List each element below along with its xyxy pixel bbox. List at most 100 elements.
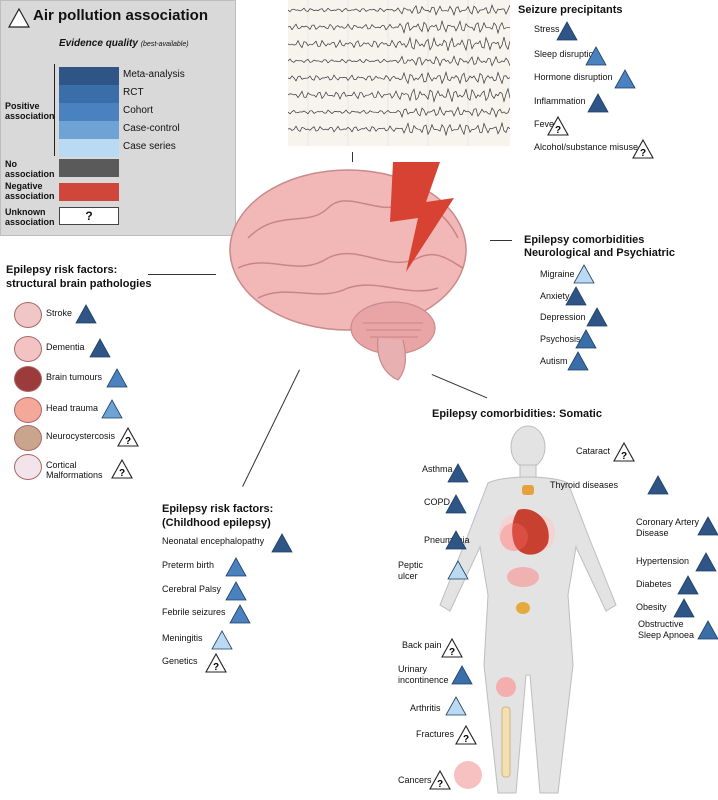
- somatic-item-fractures: Fractures: [416, 729, 455, 739]
- svg-text:?: ?: [437, 779, 443, 790]
- svg-text:?: ?: [621, 451, 627, 462]
- struct-head-trauma-triangle-icon: [101, 399, 123, 419]
- seizure-bolt-icon: [390, 162, 454, 272]
- evidence-quality-label: Evidence quality (best-available): [59, 38, 189, 49]
- seizure-item-sleep-disruption: Sleep disruption: [534, 49, 599, 59]
- somatic-pneumonia-triangle-icon: [445, 530, 467, 550]
- eeg-trace-line: [288, 19, 510, 35]
- legend-title: Air pollution association: [33, 7, 209, 24]
- struct-title-1: Epilepsy risk factors:: [6, 264, 118, 276]
- legend-bracket: [54, 64, 55, 156]
- child-title-1: Epilepsy risk factors:: [162, 503, 274, 515]
- child-meningitis-triangle-icon: [211, 630, 233, 650]
- child-item-genetics: Genetics: [162, 656, 198, 666]
- svg-text:?: ?: [449, 647, 455, 658]
- struct-item-stroke: Stroke: [46, 308, 73, 318]
- child-item-neonatal-encephalopathy: Neonatal encephalopathy: [162, 536, 265, 546]
- child-item-febrile-seizures: Febrile seizures: [162, 607, 226, 617]
- child-cerebral-palsy-triangle-icon: [225, 581, 247, 601]
- legend-bar-cohort: [59, 103, 119, 121]
- connector-neuro: [490, 240, 512, 241]
- child-item-meningitis: Meningitis: [162, 633, 203, 643]
- somatic-item-arthritis: Arthritis: [410, 703, 441, 713]
- connector-struct: [148, 274, 216, 275]
- neuro-migraine-triangle-icon: [573, 264, 595, 284]
- child-febrile-seizures-triangle-icon: [229, 604, 251, 624]
- somatic-item-cataract: Cataract: [576, 446, 611, 456]
- somatic-obesity-triangle-icon: [673, 598, 695, 618]
- child-neonatal-encephalopathy-triangle-icon: [271, 533, 293, 553]
- dementia-icon: [14, 336, 42, 362]
- eeg-connector: [352, 152, 353, 162]
- somatic-item-coronary-artery: Coronary Artery: [636, 517, 700, 527]
- seizure-fever-unknown-triangle-icon: ?: [547, 115, 569, 136]
- legend-bar-no: [59, 159, 119, 177]
- somatic-arthritis-triangle-icon: [445, 696, 467, 716]
- head-trauma-icon: [14, 397, 42, 423]
- neuro-title-2: Neurological and Psychiatric: [524, 247, 675, 259]
- legend-unknown-box: ?: [59, 207, 119, 225]
- legend-bar-meta: [59, 67, 119, 85]
- somatic-fractures-unknown-triangle-icon: ?: [455, 724, 477, 745]
- legend-title-triangle-icon: [7, 7, 31, 28]
- svg-text:?: ?: [463, 734, 469, 745]
- neuro-autism-triangle-icon: [567, 351, 589, 371]
- seizure-item-alcohol-substance-misuse: Alcohol/substance misuse: [534, 142, 639, 152]
- child-title-2: (Childhood epilepsy): [162, 517, 271, 529]
- neuro-anxiety-triangle-icon: [565, 286, 587, 306]
- child-item-cerebral-palsy: Cerebral Palsy: [162, 584, 222, 594]
- struct-item-cortical: Cortical: [46, 460, 77, 470]
- stroke-icon: [14, 302, 42, 328]
- neuro-item-anxiety: Anxiety: [540, 291, 570, 301]
- eeg-trace-line: [288, 121, 510, 137]
- seizure-inflammation-triangle-icon: [587, 93, 609, 113]
- struct-item-brain-tumours: Brain tumours: [46, 372, 103, 382]
- struct-brain-tumours-triangle-icon: [106, 368, 128, 388]
- struct-dementia-triangle-icon: [89, 338, 111, 358]
- struct-neurocystercosis-unknown-triangle-icon: ?: [117, 426, 139, 447]
- seizure-hormone-disruption-triangle-icon: [614, 69, 636, 89]
- seizure-item-stress: Stress: [534, 24, 560, 34]
- somatic-asthma-triangle-icon: [447, 463, 469, 483]
- somatic-item-peptic: Peptic: [398, 560, 424, 570]
- cortical-malformations-icon: [14, 454, 42, 480]
- somatic-item-urinary: Urinary: [398, 664, 428, 674]
- neuro-item-autism: Autism: [540, 356, 568, 366]
- struct-cortical-unknown-triangle-icon: ?: [111, 458, 133, 479]
- eeg-trace-line: [288, 106, 510, 118]
- somatic-item-hypertension: Hypertension: [636, 556, 690, 566]
- somatic-urinary-triangle-icon: [451, 665, 473, 685]
- seizure-alcohol-substance-misuse-unknown-triangle-icon: ?: [632, 138, 654, 159]
- legend-bar-rct: [59, 85, 119, 103]
- somatic-hypertension-triangle-icon: [695, 552, 717, 572]
- struct-title-2: structural brain pathologies: [6, 278, 152, 290]
- child-item-preterm-birth: Preterm birth: [162, 560, 215, 570]
- somatic-coronary-artery-triangle-icon: [697, 516, 718, 536]
- seizure-item-fever: Fever: [534, 119, 558, 129]
- eeg-trace-line: [288, 87, 510, 103]
- struct-item-neurocystercosis: Neurocystercosis: [46, 431, 116, 441]
- neurocysticercosis-icon: [14, 425, 42, 451]
- legend-unknown: Unknown association: [5, 207, 55, 227]
- somatic-copd-triangle-icon: [445, 494, 467, 514]
- somatic-item-obstructive: Obstructive: [638, 619, 684, 629]
- struct-stroke-triangle-icon: [75, 304, 97, 324]
- neuro-item-migraine: Migraine: [540, 269, 575, 279]
- somatic-back-pain-unknown-triangle-icon: ?: [441, 637, 463, 658]
- legend-panel: Air pollution association Evidence quali…: [0, 0, 236, 236]
- legend-no: No association: [5, 159, 55, 179]
- somatic-item-thyroid-diseases: Thyroid diseases: [550, 480, 619, 490]
- somatic-item-peptic-line2: ulcer: [398, 571, 418, 581]
- struct-item-cortical-line2: Malformations: [46, 470, 103, 480]
- somatic-item-back-pain: Back pain: [402, 640, 442, 650]
- eeg-trace-line: [288, 71, 510, 85]
- somatic-item-asthma: Asthma: [422, 464, 453, 474]
- somatic-item-cancers: Cancers: [398, 775, 432, 785]
- somatic-title: Epilepsy comorbidities: Somatic: [432, 408, 602, 420]
- eeg-trace-line: [288, 55, 510, 67]
- svg-text:?: ?: [640, 148, 646, 159]
- legend-bar-case-series: [59, 139, 119, 157]
- legend-label-case-control: Case-control: [123, 123, 180, 134]
- somatic-item-copd: COPD: [424, 497, 451, 507]
- seizure-item-inflammation: Inflammation: [534, 96, 586, 106]
